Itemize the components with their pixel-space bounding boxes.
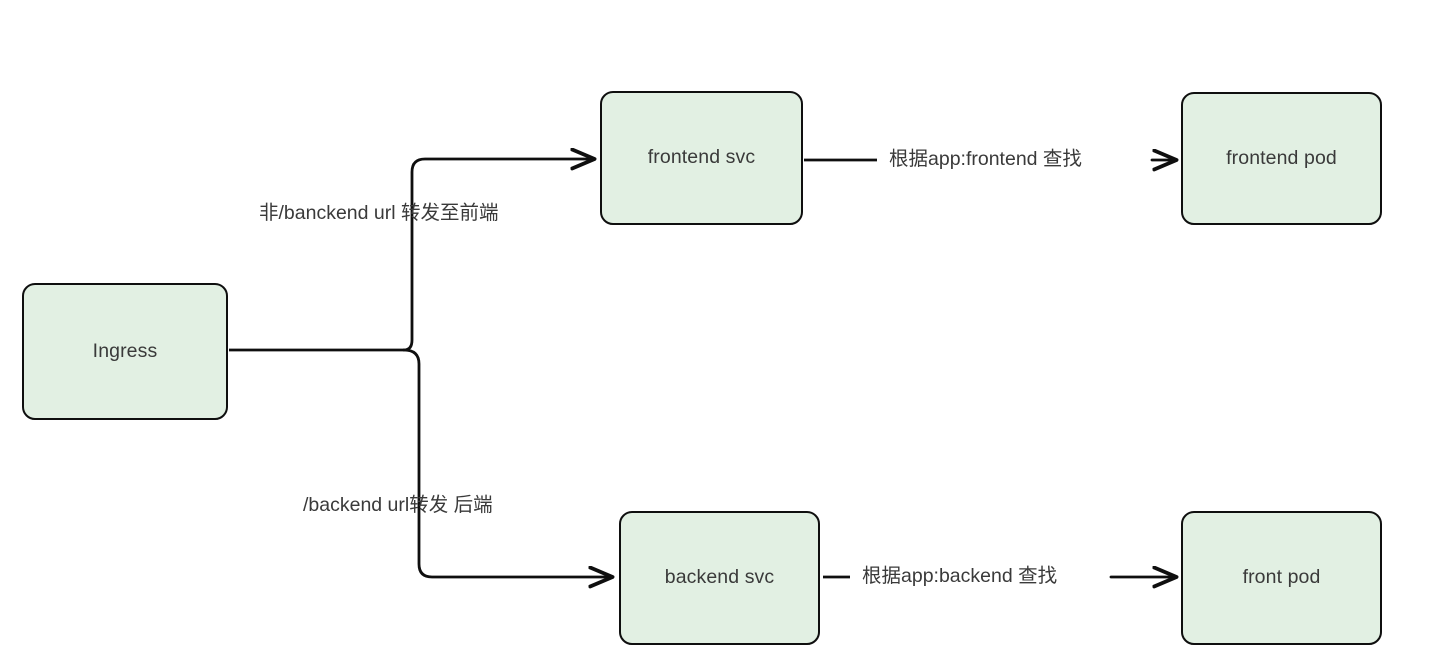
node-backend-svc-label: backend svc: [664, 566, 775, 589]
node-backend-svc[interactable]: backend svc: [619, 511, 820, 645]
node-frontend-svc[interactable]: frontend svc: [600, 91, 803, 225]
edge-ingress-to-backend-svc: [402, 348, 612, 577]
node-ingress[interactable]: Ingress: [22, 283, 228, 420]
node-front-pod[interactable]: front pod: [1181, 511, 1382, 645]
node-frontend-pod[interactable]: frontend pod: [1181, 92, 1382, 225]
edge-label-backend-svc-to-pod: 根据app:backend 查找: [862, 565, 1058, 587]
node-frontend-svc-label: frontend svc: [647, 146, 756, 169]
edge-label-ingress-to-backend-svc: /backend url转发 后端: [303, 494, 493, 516]
node-ingress-label: Ingress: [92, 339, 158, 362]
edge-ingress-to-frontend-svc: [402, 159, 594, 352]
edge-label-frontend-svc-to-pod: 根据app:frontend 查找: [889, 148, 1082, 170]
edge-label-ingress-to-frontend-svc: 非/banckend url 转发至前端: [259, 202, 499, 224]
node-frontend-pod-label: frontend pod: [1226, 146, 1337, 169]
node-front-pod-label: front pod: [1242, 566, 1321, 589]
